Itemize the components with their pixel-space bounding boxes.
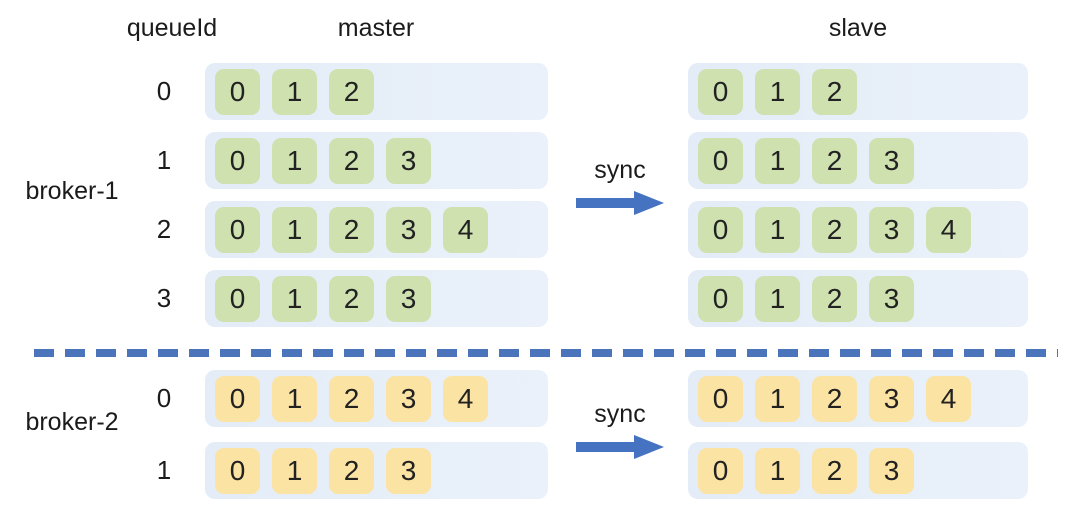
message-cell: 2 — [812, 375, 857, 422]
queue-id-value: 1 — [156, 145, 172, 175]
message-cell: 4 — [926, 206, 971, 253]
message-cell: 3 — [386, 275, 431, 322]
message-cell: 0 — [698, 68, 743, 115]
message-cell: 0 — [698, 275, 743, 322]
slave-column-header: slave — [828, 14, 888, 42]
queue-id-value: 0 — [156, 383, 172, 413]
broker-1-label: broker-1 — [25, 177, 119, 205]
message-cell: 0 — [698, 375, 743, 422]
message-cell: 3 — [869, 447, 914, 494]
message-cell: 2 — [329, 275, 374, 322]
message-cell: 3 — [386, 375, 431, 422]
message-cell: 1 — [755, 137, 800, 184]
message-cell: 3 — [386, 137, 431, 184]
message-cell: 0 — [698, 447, 743, 494]
message-cell: 1 — [272, 137, 317, 184]
message-cell: 1 — [755, 375, 800, 422]
message-cell: 2 — [812, 206, 857, 253]
message-cell: 0 — [215, 206, 260, 253]
queue-id-value: 2 — [156, 214, 172, 244]
message-cell: 3 — [869, 375, 914, 422]
message-cell: 0 — [698, 137, 743, 184]
message-cell: 1 — [272, 206, 317, 253]
message-cell: 1 — [755, 275, 800, 322]
message-cell: 0 — [698, 206, 743, 253]
sync-group-broker-1: sync — [572, 156, 668, 215]
message-cell: 3 — [869, 137, 914, 184]
queue-id-value: 1 — [156, 455, 172, 485]
message-cell: 4 — [443, 206, 488, 253]
message-cell: 2 — [812, 137, 857, 184]
message-cell: 2 — [329, 68, 374, 115]
queue-id-value: 3 — [156, 283, 172, 313]
message-cell: 1 — [272, 375, 317, 422]
message-cell: 1 — [272, 447, 317, 494]
message-cell: 0 — [215, 275, 260, 322]
message-cell: 1 — [272, 275, 317, 322]
message-cell: 3 — [386, 447, 431, 494]
sync-label: sync — [594, 400, 646, 428]
message-cell: 2 — [812, 447, 857, 494]
message-cell: 0 — [215, 447, 260, 494]
message-cell: 4 — [443, 375, 488, 422]
master-column-header: master — [337, 14, 415, 42]
message-cell: 1 — [755, 447, 800, 494]
message-cell: 2 — [329, 375, 374, 422]
queueid-column-header: queueId — [126, 14, 218, 42]
message-cell: 1 — [272, 68, 317, 115]
broker-2-label: broker-2 — [25, 408, 119, 436]
sync-arrow-icon — [576, 435, 664, 459]
message-cell: 0 — [215, 375, 260, 422]
message-cell: 1 — [755, 206, 800, 253]
message-cell: 3 — [869, 206, 914, 253]
message-cell: 0 — [215, 137, 260, 184]
queue-id-value: 0 — [156, 76, 172, 106]
message-cell: 4 — [926, 375, 971, 422]
message-cell: 2 — [329, 206, 374, 253]
message-cell: 0 — [215, 68, 260, 115]
message-cell: 3 — [869, 275, 914, 322]
broker-divider-dashed-line — [34, 349, 1058, 357]
message-cell: 3 — [386, 206, 431, 253]
message-cell: 1 — [755, 68, 800, 115]
sync-label: sync — [594, 156, 646, 184]
message-cell: 2 — [329, 447, 374, 494]
message-cell: 2 — [812, 275, 857, 322]
sync-group-broker-2: sync — [572, 400, 668, 459]
message-cell: 2 — [812, 68, 857, 115]
sync-arrow-icon — [576, 191, 664, 215]
message-cell: 2 — [329, 137, 374, 184]
